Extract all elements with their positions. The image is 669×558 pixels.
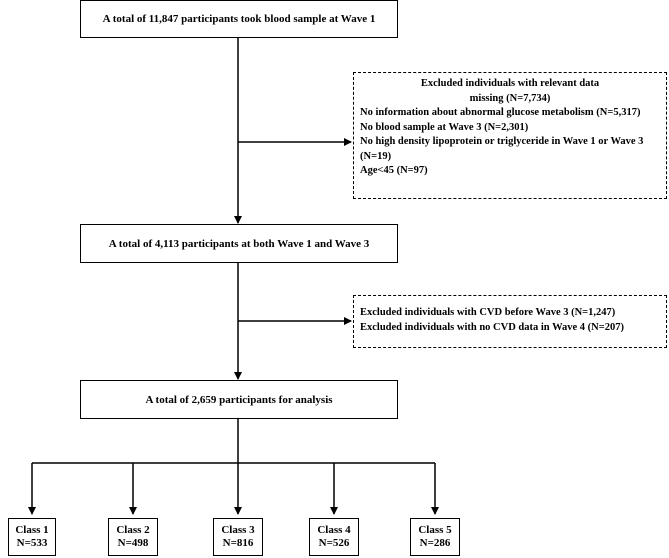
exclusion-1-heading: Excluded individuals with relevant data … [420,78,600,104]
exclusion-2-item: Excluded individuals with no CVD data in… [360,321,624,333]
class-count: N=526 [318,537,350,549]
box-wave3: A total of 4,113 participants at both Wa… [80,224,398,263]
box-analysis: A total of 2,659 participants for analys… [80,380,398,419]
exclusion-1-item: No blood sample at Wave 3 (N=2,301) [360,121,529,133]
class-count: N=533 [16,537,48,549]
exclusion-box-2: Excluded individuals with CVD before Wav… [353,295,667,348]
class-label: Class 3 [221,524,255,536]
class-label: Class 2 [116,524,150,536]
class-box-1: Class 1 N=533 [8,518,56,556]
exclusion-1-item: No high density lipoprotein or triglycer… [360,136,644,162]
class-box-2: Class 2 N=498 [108,518,158,556]
class-count: N=286 [419,537,451,549]
box-analysis-text: A total of 2,659 participants for analys… [145,393,333,406]
class-box-3: Class 3 N=816 [213,518,263,556]
class-label: Class 5 [418,524,452,536]
class-label: Class 4 [317,524,351,536]
class-count: N=498 [117,537,149,549]
exclusion-2-item: Excluded individuals with CVD before Wav… [360,307,616,318]
box-wave1: A total of 11,847 participants took bloo… [80,0,398,38]
exclusion-1-item: No information about abnormal glucose me… [360,107,641,118]
class-box-5: Class 5 N=286 [410,518,460,556]
exclusion-box-1: Excluded individuals with relevant data … [353,72,667,199]
box-wave1-text: A total of 11,847 participants took bloo… [102,13,376,25]
class-label: Class 1 [15,524,49,536]
box-wave3-text: A total of 4,113 participants at both Wa… [108,237,370,250]
class-count: N=816 [222,537,254,549]
class-box-4: Class 4 N=526 [309,518,359,556]
exclusion-1-item: Age<45 (N=97) [360,165,428,176]
